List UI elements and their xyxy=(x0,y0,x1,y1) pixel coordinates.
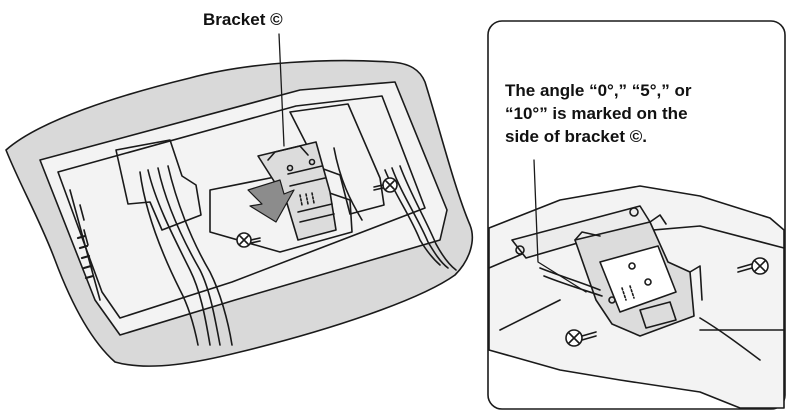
ventilation-slots xyxy=(76,234,95,280)
angle-mark-leader-line xyxy=(533,159,587,293)
callout-line-3: side of bracket ©. xyxy=(505,127,647,146)
cables-right xyxy=(333,147,457,271)
inset-plate-hole-left xyxy=(515,245,525,255)
bracket-c-label: Bracket © xyxy=(203,10,283,29)
cables-left xyxy=(139,165,233,346)
tv-left-side xyxy=(69,189,101,301)
callout-line-1: The angle “0°,” “5°,” or xyxy=(505,81,692,100)
tv-back-inner xyxy=(57,95,426,319)
inset-plate-hole-right xyxy=(629,207,639,217)
slide-arrow xyxy=(247,179,295,223)
inset-screw-right xyxy=(737,257,769,275)
inset-bracket xyxy=(574,214,703,337)
screw-left xyxy=(236,232,261,248)
tv-left-compartment xyxy=(115,139,202,231)
callout-line-2: “10°” is marked on the xyxy=(505,104,688,123)
angle-mark-callout: The angle “0°,” “5°,” or “10°” is marked… xyxy=(505,79,755,148)
inset-cables xyxy=(539,267,761,361)
inset-screw-left xyxy=(565,329,597,347)
bracket-leader-line xyxy=(278,33,285,147)
main-illustration xyxy=(5,33,474,367)
detail-inset xyxy=(487,20,786,410)
screw-right xyxy=(373,177,398,193)
